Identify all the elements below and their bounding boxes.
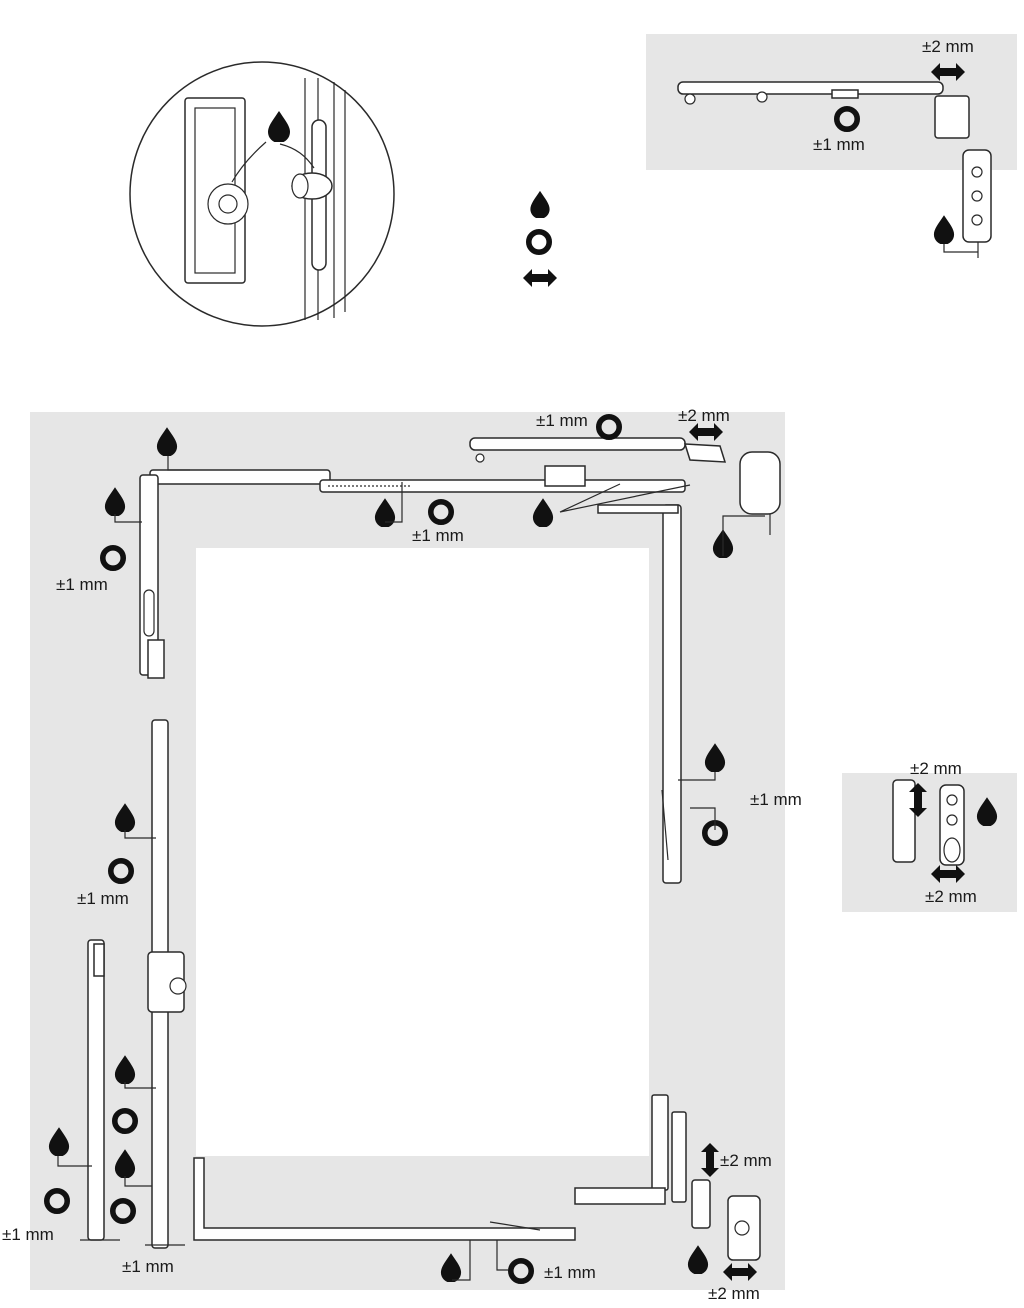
tolerance-label: ±2 mm <box>910 759 962 778</box>
tolerance-label: ±1 mm <box>412 526 464 545</box>
oil-drop-icon <box>933 215 955 244</box>
inner-cutout <box>196 548 649 1156</box>
tolerance-label: ±2 mm <box>720 1151 772 1170</box>
tolerance-label: ±1 mm <box>813 135 865 154</box>
tolerance-label: ±1 mm <box>536 411 588 430</box>
double-arrow-icon <box>523 269 557 287</box>
tolerance-labels: ±2 mm ±1 mm ±1 mm ±2 mm ±1 mm ±1 mm ±2 m… <box>2 37 977 1303</box>
tolerance-label: ±2 mm <box>925 887 977 906</box>
right-panel <box>646 34 1017 912</box>
legend <box>523 190 557 287</box>
stay-arm-assembly <box>677 81 992 258</box>
oil-drop-icon <box>530 190 550 218</box>
tolerance-label: ±1 mm <box>56 575 108 594</box>
tolerance-label: ±2 mm <box>708 1284 760 1303</box>
tolerance-label: ±1 mm <box>544 1263 596 1282</box>
tolerance-label: ±1 mm <box>122 1257 174 1276</box>
tolerance-label: ±1 mm <box>77 889 129 908</box>
tolerance-label: ±1 mm <box>750 790 802 809</box>
adjustment-ring-icon <box>529 232 549 252</box>
leader-lines <box>57 244 978 1281</box>
hinge-pair <box>892 779 965 866</box>
detail-magnifier <box>129 61 395 327</box>
tolerance-label: ±2 mm <box>922 37 974 56</box>
frame-hardware <box>80 437 781 1261</box>
tolerance-label: ±1 mm <box>2 1225 54 1244</box>
tolerance-label: ±2 mm <box>678 406 730 425</box>
